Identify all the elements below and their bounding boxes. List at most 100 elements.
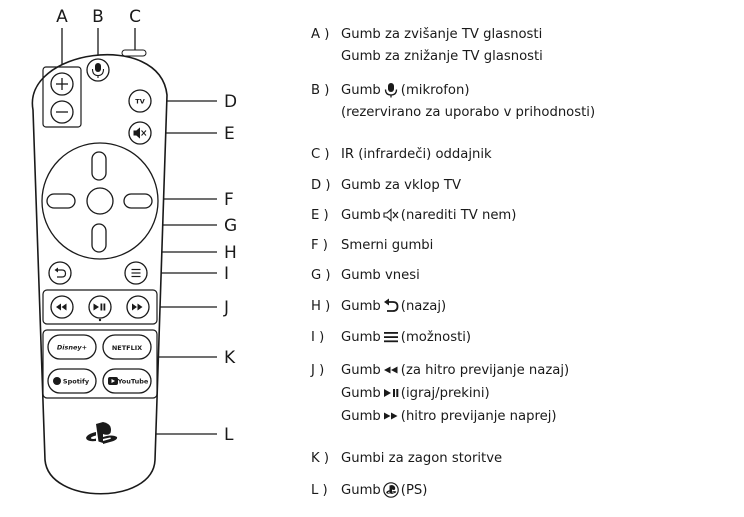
callout-a: A (56, 7, 68, 27)
microphone-icon (91, 63, 105, 78)
legend-line: Gumb (možnosti) (341, 329, 471, 346)
rewind-icon (383, 366, 398, 374)
legend-line-suffix: (PS) (400, 483, 428, 498)
microphone-icon (384, 83, 397, 98)
ps-icon (382, 482, 399, 498)
spotify-icon (53, 377, 61, 385)
legend-letter: H ) (311, 299, 331, 314)
youtube-button[interactable]: YouTube (102, 368, 152, 394)
callout-h: H (224, 243, 237, 263)
callout-k: K (224, 348, 236, 368)
remote-control-diagram: TV (31, 7, 237, 495)
play-pause-button[interactable] (88, 295, 112, 322)
legend-line: Gumb vnesi (341, 268, 420, 283)
legend-line: (rezervirano za uporabo v prihodnosti) (341, 105, 596, 120)
legend-line: Gumb (hitro previjanje naprej) (341, 408, 557, 425)
ir-emitter (121, 49, 147, 57)
legend-line-prefix: Gumb (341, 386, 381, 401)
callout-letters: A B C D E F G H I J K L (56, 7, 237, 445)
legend-line: Gumb(nazaj) (341, 298, 446, 315)
legend-line: IR (infrardeči) oddajnik (341, 147, 492, 162)
legend-letter: B ) (311, 83, 330, 98)
legend-letter: E ) (311, 208, 329, 223)
back-arrow-icon (383, 298, 399, 312)
legend-line: Gumb (za hitro previjanje nazaj) (341, 362, 569, 379)
back-button[interactable] (48, 261, 72, 285)
netflix-button[interactable]: NETFLIX (102, 334, 152, 360)
spotify-logo: Spotify (63, 378, 90, 386)
volume-up-button[interactable] (50, 72, 74, 96)
disney-plus-logo: Disney+ (57, 344, 87, 352)
direction-down-button[interactable] (91, 223, 107, 253)
direction-up-button[interactable] (91, 151, 107, 181)
legend-line: Gumb (igraj/prekini) (341, 385, 490, 402)
callout-j: J (223, 298, 229, 318)
legend-letter: L ) (311, 483, 328, 498)
youtube-logo: YouTube (117, 378, 149, 386)
legend-letter: I ) (311, 330, 325, 345)
legend-line-suffix: (igraj/prekini) (400, 386, 490, 401)
fast-forward-icon (132, 303, 143, 311)
legend-line-prefix: Gumb (341, 409, 381, 424)
legend-line: Smerni gumbi (341, 238, 434, 253)
mute-icon (133, 127, 147, 139)
legend-letter: A ) (311, 27, 330, 42)
tv-power-button[interactable]: TV (128, 89, 152, 113)
play-pause-icon (93, 303, 106, 311)
mute-button[interactable] (128, 121, 152, 145)
service-group-outline (42, 329, 158, 399)
options-button[interactable] (124, 261, 148, 285)
legend-letter: F ) (311, 238, 328, 253)
legend-letter: K ) (311, 451, 329, 466)
legend-line-prefix: Gumb (341, 208, 381, 223)
legend-line-suffix: (hitro previjanje naprej) (400, 409, 557, 424)
options-icon (383, 332, 398, 343)
legend-line: Gumb za znižanje TV glasnosti (341, 49, 543, 64)
legend-line: Gumb za zvišanje TV glasnosti (341, 27, 543, 42)
legend-letter: G ) (311, 268, 331, 283)
callout-e: E (224, 124, 235, 144)
legend-line-suffix: (mikrofon) (400, 83, 470, 98)
callout-b: B (92, 7, 104, 27)
callout-l: L (224, 425, 234, 445)
legend-line-prefix: Gumb (341, 363, 381, 378)
legend-letter: J ) (311, 363, 325, 378)
direction-left-button[interactable] (46, 193, 76, 209)
rewind-button[interactable] (50, 295, 74, 319)
callout-f: F (224, 190, 234, 210)
volume-down-button[interactable] (50, 100, 74, 124)
rewind-icon (56, 303, 67, 311)
spotify-button[interactable]: Spotify (47, 368, 97, 394)
callout-d: D (224, 92, 237, 112)
legend-line-prefix: Gumb (341, 483, 381, 498)
fast-forward-icon (383, 412, 398, 420)
legend-line: Gumb (PS) (341, 482, 427, 499)
play-pause-icon (383, 389, 399, 397)
options-icon (131, 268, 141, 278)
legend-line: Gumb (narediti TV nem) (341, 207, 516, 224)
ps-icon (86, 422, 118, 444)
legend-line-suffix: (narediti TV nem) (400, 208, 517, 223)
legend-line-prefix: Gumb (341, 83, 381, 98)
fast-forward-button[interactable] (126, 295, 150, 319)
callout-c: C (129, 7, 141, 27)
legend-line: Gumb (mikrofon) (341, 82, 470, 99)
legend-line-prefix: Gumb (341, 330, 381, 345)
netflix-logo: NETFLIX (112, 344, 142, 352)
back-arrow-icon (54, 267, 67, 278)
enter-button[interactable] (86, 187, 114, 215)
mute-icon (383, 208, 399, 222)
legend-letter: D ) (311, 178, 331, 193)
ps-button[interactable] (86, 422, 118, 444)
tv-button-label: TV (135, 98, 144, 106)
direction-right-button[interactable] (123, 193, 153, 209)
callout-g: G (224, 216, 237, 236)
legend-line: Gumbi za zagon storitve (341, 451, 503, 466)
microphone-button[interactable] (86, 58, 110, 82)
tactile-dot (98, 318, 102, 322)
legend-line-suffix: (možnosti) (400, 330, 472, 345)
legend-line: Gumb za vklop TV (341, 178, 461, 193)
media-group-outline (42, 289, 158, 325)
legend-line-suffix: (za hitro previjanje nazaj) (400, 363, 570, 378)
disney-plus-button[interactable]: Disney+ (47, 334, 97, 360)
